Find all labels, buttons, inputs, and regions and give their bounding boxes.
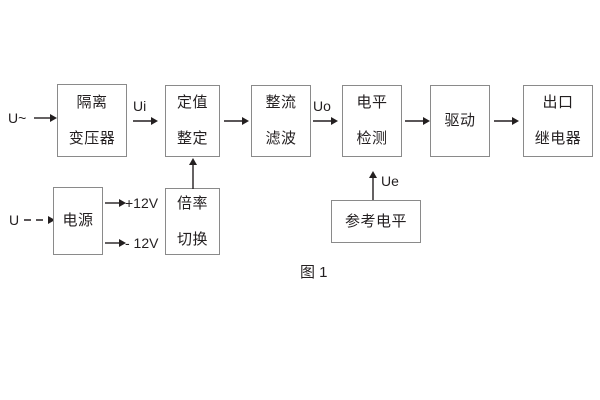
arrow-setting-value-to-rectify-filter — [224, 116, 250, 126]
ui-signal-label: Ui — [133, 98, 147, 114]
block-level-detection-line-2: 检测 — [356, 130, 388, 147]
block-isolation-transformer-line-2: 变压器 — [68, 129, 116, 147]
arrow-dc-input-to-power-supply — [24, 215, 56, 225]
block-isolation-transformer[interactable]: 隔离 变压器 — [57, 84, 127, 157]
arrow-ac-input-to-isolation-transformer — [34, 113, 58, 123]
ue-signal-label: Ue — [381, 173, 399, 189]
block-level-detection-line-1: 电平 — [356, 94, 388, 112]
uo-signal-label: Uo — [313, 98, 331, 114]
block-rectify-filter-line-2: 滤波 — [265, 130, 297, 147]
arrow-power-supply-to-minus-12v — [105, 238, 127, 248]
arrow-isolation-transformer-to-setting-value — [133, 116, 159, 126]
block-power-supply[interactable]: 电源 — [53, 187, 103, 255]
arrow-multiplier-switch-to-setting-value — [188, 157, 198, 189]
arrow-level-detection-to-drive — [405, 116, 431, 126]
ac-input-label: U~ — [8, 110, 27, 126]
block-reference-level-line-1: 参考电平 — [344, 212, 407, 230]
block-power-supply-line-1: 电源 — [62, 212, 94, 230]
block-isolation-transformer-line-1: 隔离 — [76, 93, 108, 111]
arrow-reference-level-to-level-detection — [368, 170, 378, 202]
arrow-power-supply-to-plus-12v — [105, 198, 127, 208]
figure-caption: 图 1 — [300, 264, 328, 281]
block-drive-line-1: 驱动 — [444, 112, 476, 130]
block-multiplier-switch[interactable]: 倍率 切换 — [165, 188, 220, 255]
block-output-relay-line-1: 出口 — [542, 94, 574, 112]
block-multiplier-switch-line-2: 切换 — [176, 230, 208, 248]
arrow-rectify-filter-to-level-detection — [313, 116, 339, 126]
dc-input-label: U — [9, 212, 20, 228]
block-output-relay-line-2: 继电器 — [534, 130, 582, 147]
block-setting-value-line-2: 整定 — [176, 130, 208, 147]
block-reference-level[interactable]: 参考电平 — [331, 200, 421, 243]
block-rectify-filter[interactable]: 整流 滤波 — [251, 85, 311, 157]
block-multiplier-switch-line-1: 倍率 — [176, 194, 208, 212]
minus-12v-label: - 12V — [125, 235, 159, 251]
block-drive[interactable]: 驱动 — [430, 85, 490, 157]
block-rectify-filter-line-1: 整流 — [265, 94, 297, 112]
block-setting-value[interactable]: 定值 整定 — [165, 85, 220, 157]
block-setting-value-line-1: 定值 — [176, 94, 208, 112]
plus-12v-label: +12V — [125, 195, 159, 211]
block-level-detection[interactable]: 电平 检测 — [342, 85, 402, 157]
arrow-drive-to-output-relay — [494, 116, 520, 126]
block-output-relay[interactable]: 出口 继电器 — [523, 85, 593, 157]
